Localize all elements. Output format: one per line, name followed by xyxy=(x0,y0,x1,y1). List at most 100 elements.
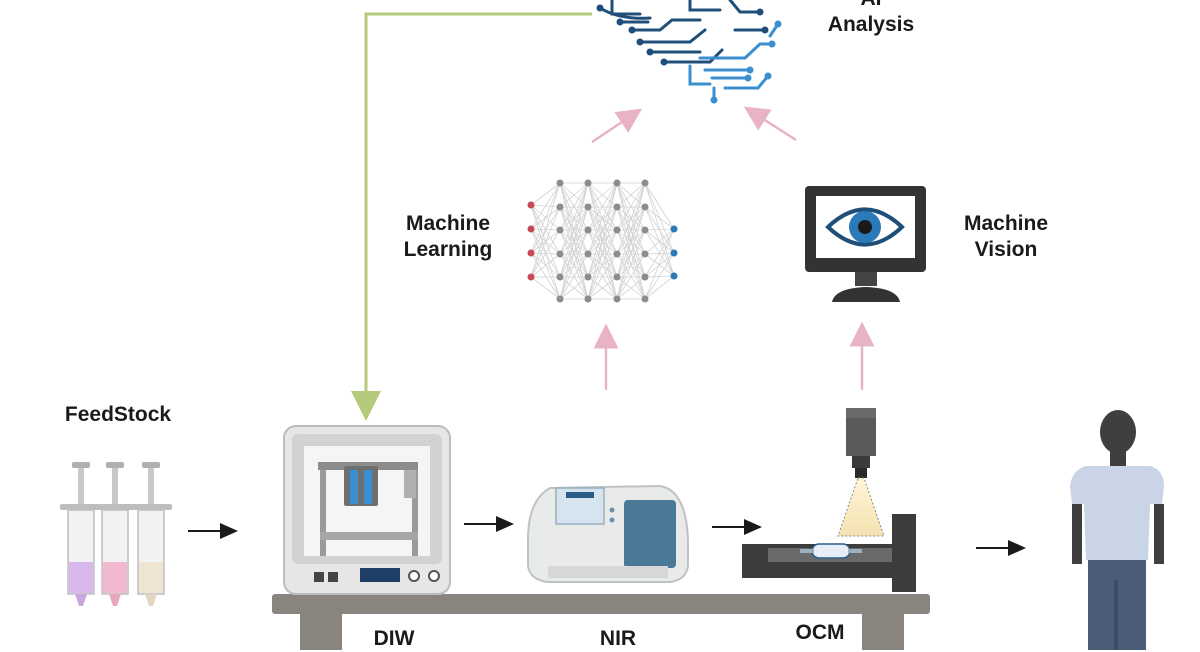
nn-input-node xyxy=(527,273,535,281)
ai-analysis-label: AI Analysis xyxy=(822,0,920,38)
nn-connection xyxy=(644,275,675,300)
nn-hidden-node xyxy=(613,273,621,281)
nn-output-node xyxy=(670,249,678,257)
nn-connection xyxy=(644,182,675,230)
nn-input-node xyxy=(527,249,535,257)
nn-hidden-node xyxy=(613,250,621,258)
brain-circuit-icon xyxy=(596,0,782,104)
nn-hidden-node xyxy=(556,203,564,211)
ai-analysis-line2: Analysis xyxy=(827,13,915,36)
nn-connection xyxy=(644,228,675,231)
nn-connection xyxy=(530,206,561,278)
nn-connection xyxy=(530,182,561,278)
nn-hidden-node xyxy=(613,226,621,234)
feedback-line xyxy=(351,12,592,421)
nn-connection xyxy=(616,182,646,231)
nn-connection xyxy=(587,229,618,300)
nn-connection xyxy=(616,182,646,278)
nn-connection xyxy=(559,182,589,208)
nn-hidden-node xyxy=(641,203,649,211)
nn-connection xyxy=(587,182,618,231)
nn-hidden-node xyxy=(556,179,564,187)
nn-connection xyxy=(530,229,561,278)
nn-hidden-node xyxy=(641,295,649,303)
nn-connection xyxy=(559,276,589,300)
nn-hidden-node xyxy=(556,295,564,303)
nn-input-node xyxy=(527,225,535,233)
nn-connection xyxy=(587,206,618,300)
machine-learning-line1: Machine xyxy=(405,212,491,235)
nn-connection xyxy=(587,253,618,300)
spectrometer-icon xyxy=(527,484,689,583)
nn-hidden-node xyxy=(613,179,621,187)
nn-connection xyxy=(616,182,646,255)
machine-vision-line2: Vision xyxy=(974,238,1038,261)
nn-connection xyxy=(559,229,589,300)
diw-label: DIW xyxy=(373,627,415,650)
person-icon xyxy=(1070,410,1164,650)
nn-hidden-node xyxy=(556,226,564,234)
nn-hidden-node xyxy=(641,179,649,187)
nir-label: NIR xyxy=(599,627,637,650)
nn-connection xyxy=(616,229,646,300)
nn-hidden-node xyxy=(613,203,621,211)
nn-connection xyxy=(644,206,675,254)
nn-hidden-node xyxy=(641,250,649,258)
nn-connection xyxy=(587,276,618,300)
nn-connection xyxy=(616,182,646,208)
nn-connection xyxy=(644,228,675,255)
nn-connection xyxy=(530,182,561,254)
neural-network-icon xyxy=(527,179,678,303)
nn-hidden-node xyxy=(584,226,592,234)
ml-to-ai-arrow xyxy=(591,108,643,144)
machine-learning-label: Machine Learning xyxy=(396,211,500,263)
ai-analysis-line1: AI xyxy=(861,0,882,12)
nn-connection xyxy=(616,182,646,300)
nn-hidden-node xyxy=(584,203,592,211)
nn-connection xyxy=(559,182,589,231)
nn-connection xyxy=(644,206,675,230)
syringes-icon xyxy=(60,462,172,606)
nn-hidden-node xyxy=(556,273,564,281)
nn-connection xyxy=(559,253,589,300)
nn-connection xyxy=(587,182,618,278)
ocm-camera-icon xyxy=(742,408,916,592)
nn-output-node xyxy=(670,272,678,280)
nn-connection xyxy=(644,252,675,300)
nn-connection xyxy=(530,182,561,206)
nn-output-node xyxy=(670,225,678,233)
nn-input-node xyxy=(527,201,535,209)
feedstock-label: FeedStock xyxy=(64,403,172,426)
nn-connection xyxy=(616,253,646,300)
nn-connection xyxy=(587,182,618,208)
machine-vision-label: Machine Vision xyxy=(954,211,1058,263)
nn-connection xyxy=(644,228,675,278)
nn-hidden-node xyxy=(613,295,621,303)
nn-connection xyxy=(559,206,589,300)
nn-connection xyxy=(530,182,561,230)
nn-connection xyxy=(559,182,589,278)
nn-connection xyxy=(587,182,618,300)
nn-hidden-node xyxy=(584,295,592,303)
nn-connection xyxy=(559,182,589,255)
workbench xyxy=(272,594,930,650)
mv-to-ai-arrow xyxy=(743,106,797,142)
nn-connection xyxy=(530,252,561,300)
ocm-label: OCM xyxy=(795,621,845,644)
nn-connection xyxy=(530,253,561,278)
machine-vision-line1: Machine xyxy=(963,212,1049,235)
nn-hidden-node xyxy=(641,226,649,234)
nn-connection xyxy=(644,228,675,300)
nn-connection xyxy=(530,204,561,300)
nn-connection xyxy=(616,206,646,300)
monitor-eye-icon xyxy=(805,186,926,302)
nn-connection xyxy=(616,276,646,300)
nn-hidden-node xyxy=(641,273,649,281)
nn-hidden-node xyxy=(584,273,592,281)
nn-hidden-node xyxy=(584,250,592,258)
3d-printer-icon xyxy=(283,425,451,595)
nn-connection xyxy=(559,182,589,300)
nn-hidden-node xyxy=(556,250,564,258)
machine-learning-line2: Learning xyxy=(403,238,493,261)
